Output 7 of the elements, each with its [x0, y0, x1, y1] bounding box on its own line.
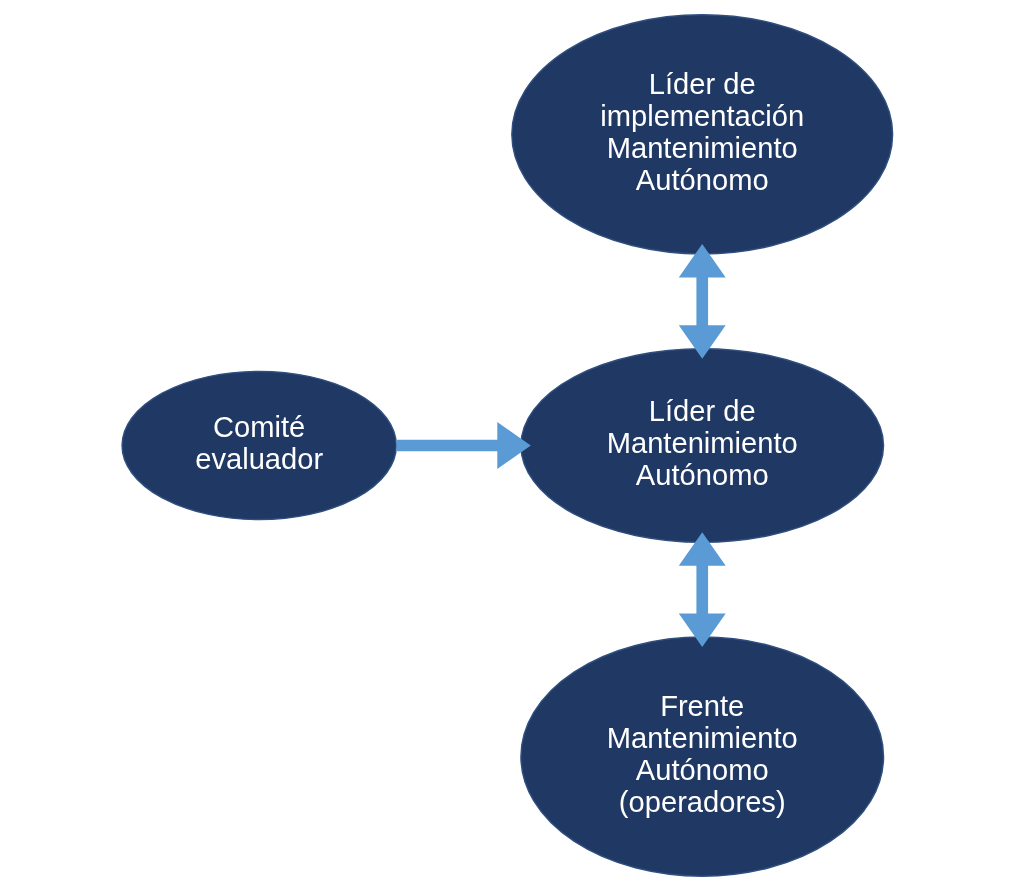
node-ellipse: Líder de implementación Mantenimiento Autónomo: [510, 13, 893, 255]
node-ellipse: Líder de Mantenimiento Autónomo: [519, 347, 884, 543]
arrow: [678, 243, 726, 359]
arrow: [678, 531, 726, 647]
node-ellipse: Frente Mantenimiento Autónomo (operadores): [519, 635, 884, 877]
node-ellipse: Comité evaluador: [120, 370, 397, 520]
arrow: [395, 421, 531, 469]
